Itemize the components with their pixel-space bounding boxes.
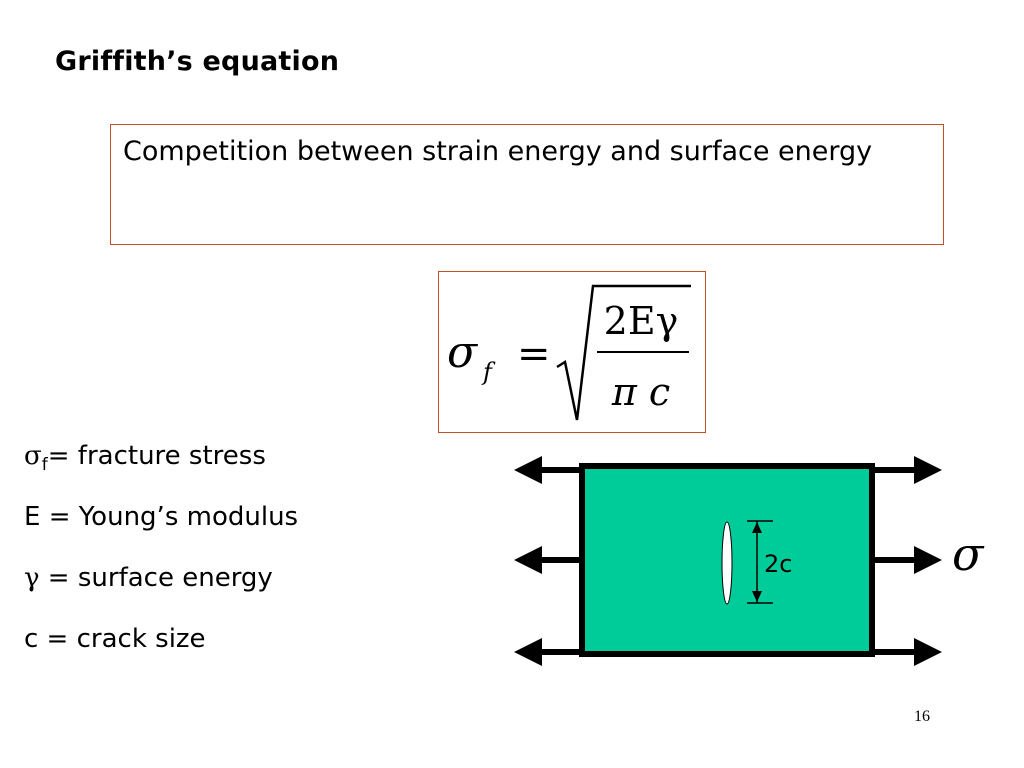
- definition-text: = Young’s modulus: [40, 502, 299, 532]
- definition-fracture-stress: σf= fracture stress: [24, 441, 266, 475]
- intro-box: Competition between strain energy and su…: [110, 124, 944, 245]
- definition-symbol: E: [24, 502, 41, 532]
- left-arrowhead-middle: [514, 546, 542, 574]
- equation-subscript: f: [481, 358, 496, 386]
- crack-ellipse: [721, 521, 733, 605]
- crack-label: 2c: [764, 550, 792, 578]
- definition-youngs-modulus: E = Young’s modulus: [24, 502, 298, 532]
- definition-text: = crack size: [38, 624, 206, 654]
- slide-title: Griffith’s equation: [55, 46, 340, 77]
- right-arrowhead-top: [914, 456, 942, 484]
- right-arrowhead-bottom: [914, 638, 942, 666]
- crack-dimension-arrow-bottom: [752, 591, 762, 602]
- right-arrowhead-middle: [914, 546, 942, 574]
- definition-crack-size: c = crack size: [24, 624, 206, 654]
- sqrt-radical: [556, 284, 691, 421]
- definition-text: = fracture stress: [47, 441, 266, 471]
- definition-symbol: σ: [24, 441, 42, 471]
- definition-symbol: c: [24, 624, 39, 654]
- definition-symbol: γ: [24, 563, 40, 593]
- definition-text: = surface energy: [39, 563, 273, 593]
- equation-equals: =: [517, 331, 551, 377]
- definition-surface-energy: γ = surface energy: [24, 563, 273, 593]
- intro-text: Competition between strain energy and su…: [123, 136, 873, 167]
- left-arrowhead-top: [514, 456, 542, 484]
- crack-diagram: 2c σ σ: [514, 456, 985, 666]
- definition-subscript: f: [41, 455, 48, 476]
- equation-denominator: π c: [611, 370, 670, 414]
- crack-dimension-arrow-top: [752, 522, 762, 533]
- left-arrowhead-bottom: [514, 638, 542, 666]
- griffith-equation: σ f = 2Eγ π c: [447, 284, 691, 421]
- right-stress-label: σ: [952, 527, 985, 581]
- page-number: 16: [914, 708, 930, 725]
- equation-sigma: σ: [447, 327, 479, 378]
- equation-numerator: 2Eγ: [604, 299, 679, 343]
- equation-box: σ f = 2Eγ π c: [438, 271, 706, 433]
